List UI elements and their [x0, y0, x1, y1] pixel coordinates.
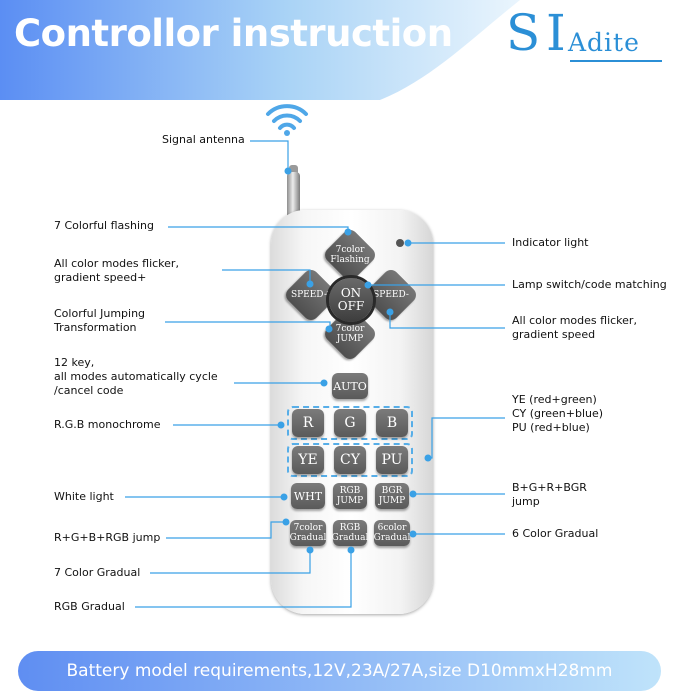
b-button[interactable]: B	[376, 409, 408, 437]
label-12-key-auto: 12 key, all modes automatically cycle /c…	[54, 356, 218, 397]
wifi-signal-icon	[266, 104, 308, 136]
label-rgb-gradual: RGB Gradual	[54, 600, 125, 613]
label-signal-antenna: Signal antenna	[162, 133, 245, 146]
7color-gradual-button[interactable]: 7color Gradual	[290, 520, 326, 546]
label-rgb-jump: R+G+B+RGB jump	[54, 531, 161, 544]
rgb-gradual-button[interactable]: RGB Gradual	[332, 520, 368, 546]
label-7-colorful-flashing: 7 Colorful flashing	[54, 219, 154, 232]
label-indicator-light: Indicator light	[512, 236, 589, 249]
label-flicker-speed-plus: All color modes flicker, gradient speed+	[54, 257, 179, 284]
label-colorful-jumping: Colorful Jumping Transformation	[54, 307, 146, 334]
wht-button[interactable]: WHT	[291, 483, 325, 509]
label-6-color-gradual: 6 Color Gradual	[512, 527, 599, 540]
g-button[interactable]: G	[334, 409, 366, 437]
6color-gradual-button[interactable]: 6color Gradual	[374, 520, 410, 546]
label-ye-cy-pu: YE (red+green) CY (green+blue) PU (red+b…	[512, 393, 604, 434]
label-rgb-monochrome: R.G.B monochrome	[54, 418, 161, 431]
label-7-color-gradual: 7 Color Gradual	[54, 566, 141, 579]
bgr-jump-button[interactable]: BGR JUMP	[375, 483, 409, 509]
dpad-left-label: SPEED+	[290, 290, 332, 300]
logo-underline	[570, 60, 662, 62]
header-banner	[0, 0, 520, 100]
auto-button[interactable]: AUTO	[332, 373, 368, 399]
indicator-light	[396, 239, 404, 247]
mix-group-outline	[287, 443, 413, 477]
ye-button[interactable]: YE	[292, 446, 324, 474]
logo-letter-i: I	[546, 4, 566, 62]
dpad-right-label: SPEED-	[373, 290, 409, 300]
rgb-group-outline	[287, 406, 413, 440]
battery-requirements-banner: Battery model requirements,12V,23A/27A,s…	[18, 651, 661, 691]
label-lamp-switch: Lamp switch/code matching	[512, 278, 667, 291]
page-title: Controllor instruction	[14, 12, 453, 55]
label-white-light: White light	[54, 490, 114, 503]
rgb-jump-button[interactable]: RGB JUMP	[333, 483, 367, 509]
label-bgr-jump: B+G+R+BGR jump	[512, 481, 587, 508]
dpad-top-label: 7color Flashing	[330, 245, 370, 265]
cy-button[interactable]: CY	[334, 446, 366, 474]
antenna-tip	[289, 165, 298, 175]
brand-logo: S I Adite	[500, 4, 670, 70]
pu-button[interactable]: PU	[376, 446, 408, 474]
label-flicker-speed-minus: All color modes flicker, gradient speed	[512, 314, 637, 341]
logo-word: Adite	[568, 28, 640, 57]
logo-letter-s: S	[506, 4, 541, 62]
r-button[interactable]: R	[292, 409, 324, 437]
dpad-bottom-label: 7color JUMP	[335, 324, 365, 344]
